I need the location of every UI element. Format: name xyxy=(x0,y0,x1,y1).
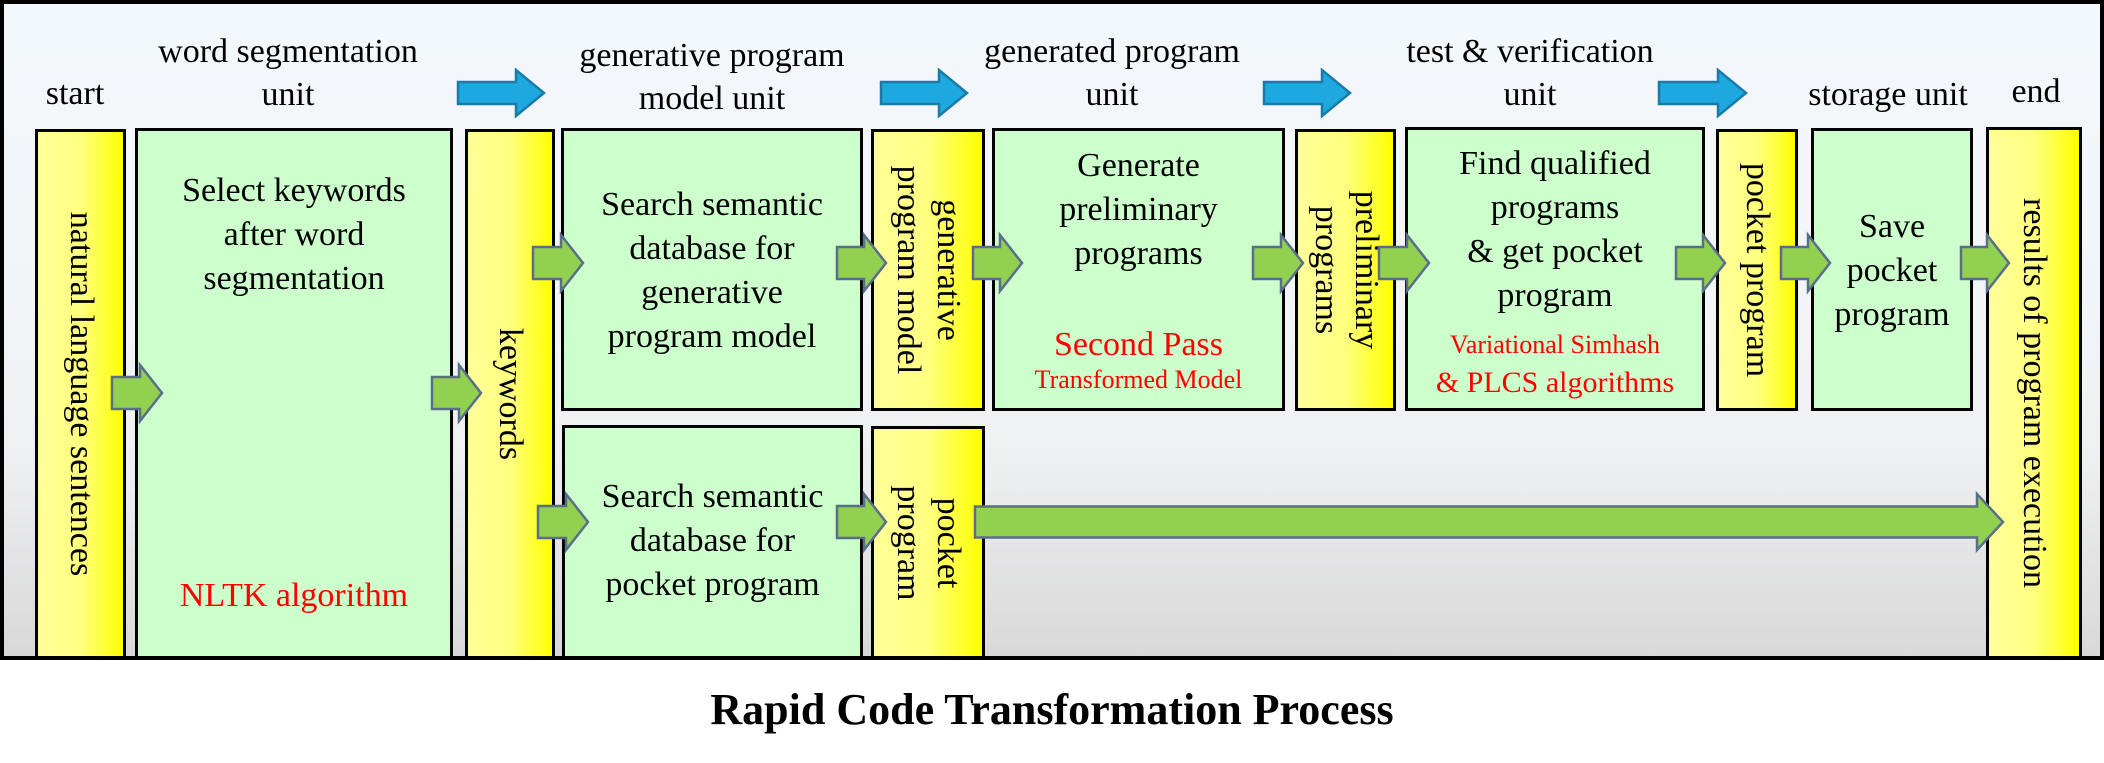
process-text-line: generative xyxy=(641,274,783,311)
stage-label-generative-program-model: generative program model unit xyxy=(579,34,844,120)
stage-label-line: test & verification xyxy=(1406,33,1654,70)
algorithm-line: Variational Simhash xyxy=(1449,330,1661,359)
stage-label-line: end xyxy=(2011,73,2061,110)
stage-label-line: unit xyxy=(1085,76,1139,113)
process-text: Search semantic database for pocket prog… xyxy=(565,475,860,607)
algorithm-label-transformed-model: Transformed Model xyxy=(1034,365,1243,394)
stage-label-line: start xyxy=(45,75,105,112)
process-generate-preliminary: Generate preliminary programs Second Pas… xyxy=(992,128,1285,411)
data-node-label-line: generative xyxy=(930,199,967,341)
algorithm-label-simhash-plcs: Variational Simhash & PLCS algorithms xyxy=(1408,326,1702,402)
process-text-line: database for xyxy=(629,230,795,267)
data-node-label: generative program model xyxy=(888,166,968,375)
process-text-line: programs xyxy=(1074,235,1203,272)
process-text-line: Save xyxy=(1858,208,1926,245)
process-text-line: pocket program xyxy=(605,566,820,603)
process-text-line: Generate xyxy=(1077,147,1200,184)
data-node-label: natural language sentences xyxy=(62,211,100,577)
process-text: Search semantic database for generative … xyxy=(564,183,860,359)
data-node-natural-language: natural language sentences xyxy=(35,129,126,659)
process-save-pocket: Save pocket program xyxy=(1811,128,1973,411)
process-text-line: program xyxy=(1834,296,1950,333)
stage-label-line: unit xyxy=(261,76,315,113)
stage-label-test-verification: test & verification unit xyxy=(1406,30,1653,116)
process-text: Find qualified programs & get pocket pro… xyxy=(1408,142,1702,318)
data-node-label: keywords xyxy=(492,327,529,461)
process-search-generative-model: Search semantic database for generative … xyxy=(561,128,863,411)
process-text-line: after word xyxy=(223,216,365,253)
process-text-line: segmentation xyxy=(203,260,385,297)
process-text-line: programs xyxy=(1490,189,1620,226)
stage-label-line: word segmentation xyxy=(158,33,418,70)
process-text-line: Search semantic xyxy=(601,478,824,515)
stage-label-line: generated program xyxy=(984,33,1240,70)
process-text-line: preliminary xyxy=(1059,191,1218,228)
process-text-line: program xyxy=(1497,277,1613,314)
data-node-pocket-program: pocket program xyxy=(1716,129,1798,411)
diagram-title: Rapid Code Transformation Process xyxy=(710,685,1394,734)
process-find-qualified: Find qualified programs & get pocket pro… xyxy=(1405,127,1705,411)
data-node-preliminary-programs: preliminary programs xyxy=(1295,129,1396,411)
stage-label-line: model unit xyxy=(638,80,786,117)
data-node-label: pocket program xyxy=(1739,162,1776,378)
algorithm-line: & PLCS algorithms xyxy=(1435,366,1675,399)
data-node-results: results of program execution xyxy=(1986,127,2082,659)
process-text-line: program model xyxy=(607,318,817,355)
process-text: Generate preliminary programs xyxy=(995,144,1282,276)
data-node-label: preliminary programs xyxy=(1306,191,1386,350)
process-text: Select keywords after word segmentation xyxy=(138,169,450,301)
data-node-label-line: preliminary xyxy=(1347,190,1385,350)
process-text-line: pocket xyxy=(1846,252,1938,289)
process-text-line: Search semantic xyxy=(601,186,823,223)
process-text-line: & get pocket xyxy=(1467,233,1643,270)
data-node-keywords: keywords xyxy=(465,129,555,659)
data-node-pocket-program-lower: pocket program xyxy=(871,426,985,659)
data-node-label: pocket program xyxy=(888,485,968,600)
process-text-line: Find qualified xyxy=(1459,145,1651,182)
stage-label-line: generative program xyxy=(579,37,845,74)
process-text: Save pocket program xyxy=(1814,205,1970,337)
stage-label-line: storage unit xyxy=(1808,76,1968,113)
process-search-pocket-program: Search semantic database for pocket prog… xyxy=(562,425,863,659)
stage-label-storage: storage unit xyxy=(1808,73,1968,116)
process-text-line: database for xyxy=(629,522,796,559)
data-node-label-line: pocket xyxy=(930,497,967,588)
stage-label-end: end xyxy=(2011,70,2060,113)
stage-label-generated-program: generated program unit xyxy=(984,30,1240,116)
data-node-generative-model: generative program model xyxy=(871,129,985,411)
process-text-line: Select keywords xyxy=(182,172,406,209)
stage-label-start: start xyxy=(46,72,105,115)
data-node-label-line: programs xyxy=(1307,205,1345,335)
data-node-label-line: program model xyxy=(890,165,927,375)
stage-label-word-segmentation: word segmentation unit xyxy=(158,30,418,116)
process-select-keywords: Select keywords after word segmentation … xyxy=(135,128,453,659)
data-node-label-line: program xyxy=(890,484,927,601)
data-node-label: results of program execution xyxy=(2016,198,2053,588)
algorithm-label-second-pass: Second Pass xyxy=(1053,326,1224,363)
algorithm-label-nltk: NLTK algorithm xyxy=(179,577,409,614)
stage-label-line: unit xyxy=(1503,76,1557,113)
